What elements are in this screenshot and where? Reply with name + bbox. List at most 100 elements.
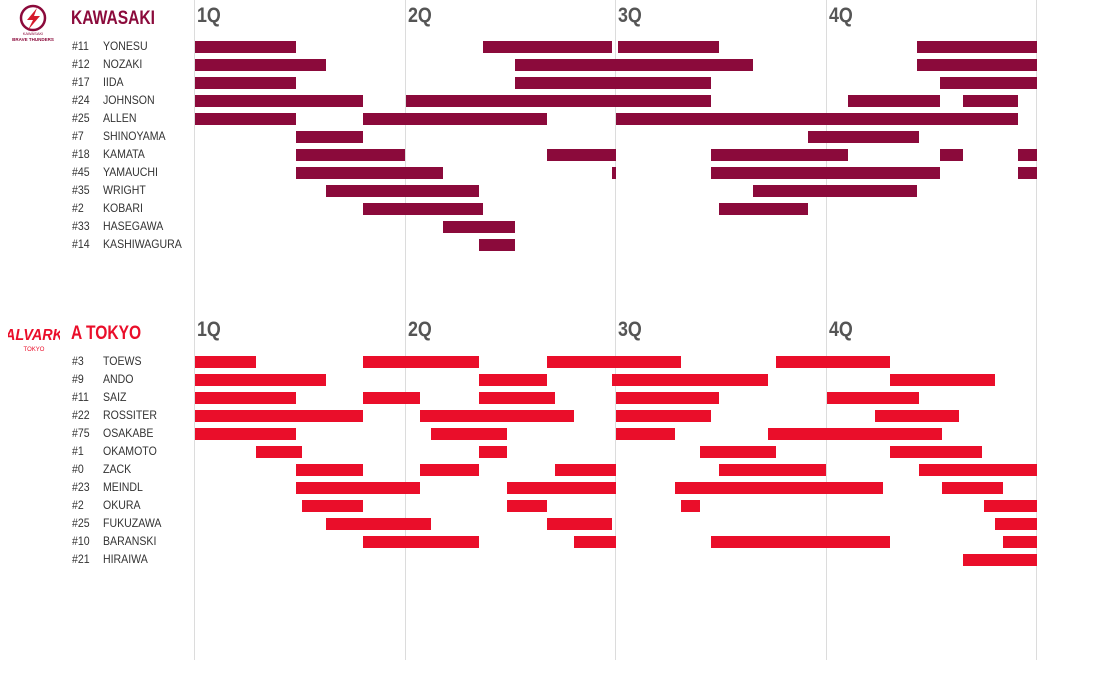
- playing-stint-bar: [719, 203, 808, 215]
- player-number: #0: [72, 462, 84, 476]
- playing-stint-bar: [296, 131, 364, 143]
- player-number: #2: [72, 201, 84, 215]
- player-name: OKURA: [103, 498, 141, 512]
- playing-stint-bar: [618, 41, 720, 53]
- quarter-label: 1Q: [197, 4, 221, 27]
- playing-stint-bar: [430, 428, 507, 440]
- quarter-gridline: [1036, 0, 1037, 660]
- player-number: #18: [72, 147, 90, 161]
- playing-stint-bar: [611, 167, 616, 179]
- playing-stint-bar: [546, 518, 612, 530]
- player-number: #22: [72, 408, 90, 422]
- quarter-label: 1Q: [197, 318, 221, 341]
- quarter-label: 4Q: [828, 4, 853, 27]
- playing-stint-bar: [573, 536, 616, 548]
- playing-stint-bar: [296, 482, 421, 494]
- playing-stint-bar: [917, 41, 1037, 53]
- playing-stint-bar: [681, 500, 701, 512]
- playing-stint-bar: [963, 95, 1019, 107]
- player-number: #9: [72, 372, 84, 386]
- player-number: #45: [72, 165, 90, 179]
- player-number: #25: [72, 111, 90, 125]
- playing-stint-bar: [889, 374, 995, 386]
- player-name: SAIZ: [103, 390, 127, 404]
- player-name: FUKUZAWA: [103, 516, 162, 530]
- player-name: OKAMOTO: [103, 444, 157, 458]
- svg-text:TOKYO: TOKYO: [24, 347, 45, 353]
- quarter-label: 4Q: [828, 318, 853, 341]
- playing-stint-bar: [616, 410, 711, 422]
- playing-stint-bar: [256, 446, 303, 458]
- playing-stint-bar: [940, 77, 1037, 89]
- player-number: #1: [72, 444, 84, 458]
- player-name: ROSSITER: [103, 408, 157, 422]
- player-name: ALLEN: [103, 111, 137, 125]
- player-number: #35: [72, 183, 90, 197]
- playing-stint-bar: [195, 410, 364, 422]
- playing-stint-bar: [719, 464, 827, 476]
- playing-stint-bar: [984, 500, 1037, 512]
- player-number: #17: [72, 75, 90, 89]
- playing-stint-bar: [752, 185, 917, 197]
- playing-stint-bar: [195, 95, 364, 107]
- quarter-label: 2Q: [407, 4, 432, 27]
- player-name: JOHNSON: [103, 93, 155, 107]
- player-name: ZACK: [103, 462, 132, 476]
- playing-stint-bar: [325, 518, 431, 530]
- playing-stint-bar: [363, 356, 480, 368]
- playing-stint-bar: [479, 392, 555, 404]
- playing-stint-bar: [296, 167, 444, 179]
- playing-stint-bar: [1018, 167, 1037, 179]
- playing-stint-bar: [807, 131, 920, 143]
- playing-stint-bar: [826, 392, 920, 404]
- playing-stint-bar: [546, 149, 616, 161]
- player-number: #3: [72, 354, 84, 368]
- player-name: OSAKABE: [103, 426, 154, 440]
- player-number: #11: [72, 390, 89, 404]
- player-name: KAMATA: [103, 147, 145, 161]
- playing-stint-bar: [767, 428, 943, 440]
- playing-stint-bar: [919, 464, 1037, 476]
- player-name: YAMAUCHI: [103, 165, 158, 179]
- player-number: #33: [72, 219, 90, 233]
- player-name: WRIGHT: [103, 183, 146, 197]
- quarter-gridline: [615, 0, 616, 660]
- team-name: A TOKYO: [71, 323, 142, 344]
- playing-stint-bar: [325, 185, 480, 197]
- player-number: #21: [72, 552, 90, 566]
- playing-stint-bar: [195, 113, 297, 125]
- playing-stint-bar: [710, 149, 848, 161]
- quarter-gridline: [825, 0, 827, 660]
- playing-stint-bar: [700, 446, 776, 458]
- playing-stint-bar: [1003, 536, 1037, 548]
- player-name: NOZAKI: [103, 57, 143, 71]
- playing-stint-bar: [514, 77, 711, 89]
- player-name: HIRAIWA: [103, 552, 148, 566]
- playing-stint-bar: [296, 149, 406, 161]
- player-name: HASEGAWA: [103, 219, 164, 233]
- playing-stint-bar: [994, 518, 1037, 530]
- player-number: #7: [72, 129, 84, 143]
- playing-stint-bar: [195, 41, 297, 53]
- playing-stint-bar: [296, 464, 364, 476]
- player-name: MEINDL: [103, 480, 143, 494]
- quarter-label: 3Q: [618, 318, 642, 341]
- player-name: KOBARI: [103, 201, 143, 215]
- team-name: KAWASAKI: [71, 8, 155, 29]
- quarter-gridline: [194, 0, 195, 660]
- svg-text:KAWASAKI: KAWASAKI: [23, 31, 44, 36]
- playing-stint-bar: [302, 500, 364, 512]
- player-number: #75: [72, 426, 90, 440]
- player-number: #25: [72, 516, 90, 530]
- player-name: BARANSKI: [103, 534, 157, 548]
- playing-stint-bar: [405, 95, 711, 107]
- playing-stint-bar: [616, 428, 675, 440]
- player-number: #23: [72, 480, 90, 494]
- player-name: YONESU: [103, 39, 148, 53]
- playing-stint-bar: [847, 95, 941, 107]
- player-number: #2: [72, 498, 84, 512]
- playing-stint-bar: [420, 464, 480, 476]
- player-name: ANDO: [103, 372, 134, 386]
